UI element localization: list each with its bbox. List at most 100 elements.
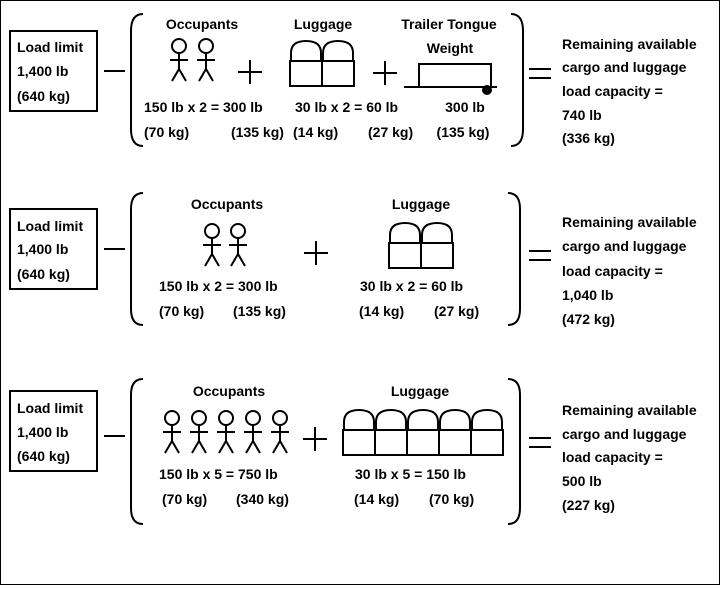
person-icon: [196, 38, 216, 82]
luggage-icon: [470, 409, 504, 456]
luggage-formula: 30 lb x 5 = 150 lb: [355, 466, 466, 482]
luggage-title: Luggage: [392, 196, 451, 212]
plus-sign: [304, 241, 328, 265]
person-icon: [270, 410, 290, 454]
trailer-title-line-2: Weight: [427, 40, 474, 56]
left-bracket: [130, 192, 144, 326]
occupants-metric-each: (70 kg): [162, 491, 207, 507]
occupants-metric-total: (135 kg): [233, 303, 286, 319]
occupants-group: Occupants 150 lb x 2 = 300 lb (70 kg) (1…: [159, 196, 286, 319]
occupants-formula: 150 lb x 5 = 750 lb: [159, 466, 278, 482]
result-value-kg: (227 kg): [562, 497, 615, 513]
luggage-metric-total: (70 kg): [429, 491, 474, 507]
luggage-title: Luggage: [391, 383, 450, 399]
load-limit-kg: (640 kg): [17, 448, 70, 464]
luggage-icon: [321, 40, 355, 87]
occupants-formula: 150 lb x 2 = 300 lb: [159, 278, 278, 294]
person-icon: [228, 223, 248, 267]
left-bracket: [130, 13, 144, 147]
trailer-icon: [404, 63, 497, 95]
luggage-group: Luggage 30 lb x 2 = 60 lb (14 kg) (27 kg…: [289, 16, 413, 140]
plus-sign: [238, 60, 262, 84]
result-line-2: cargo and luggage: [562, 59, 687, 75]
occupants-metric-total: (135 kg): [231, 124, 284, 140]
result-value-lb: 1,040 lb: [562, 287, 613, 303]
equals-sign: [529, 68, 551, 79]
luggage-icon: [420, 222, 454, 269]
plus-sign: [373, 61, 397, 85]
row-1: Load limit 1,400 lb (640 kg) Occupants 1…: [9, 13, 697, 147]
occupants-title: Occupants: [193, 383, 266, 399]
trailer-group: Trailer Tongue Weight 300 lb (135 kg): [401, 16, 497, 140]
luggage-metric-each: (14 kg): [359, 303, 404, 319]
load-limit-lb: 1,400 lb: [17, 424, 68, 440]
luggage-group: Luggage 30 lb x 2 = 60 lb (14 kg) (27 kg…: [359, 196, 479, 319]
row-3: Load limit 1,400 lb (640 kg) Occupants 1…: [9, 378, 697, 525]
person-icon: [243, 410, 263, 454]
luggage-formula: 30 lb x 2 = 60 lb: [360, 278, 463, 294]
plus-sign: [303, 427, 327, 451]
occupants-metric-total: (340 kg): [236, 491, 289, 507]
occupants-title: Occupants: [191, 196, 264, 212]
person-icon: [216, 410, 236, 454]
result-line-1: Remaining available: [562, 214, 697, 230]
luggage-metric-each: (14 kg): [354, 491, 399, 507]
luggage-icon: [342, 409, 376, 456]
equals-sign: [529, 250, 551, 261]
result-text: Remaining available cargo and luggage lo…: [562, 36, 697, 146]
result-line-3: load capacity =: [562, 83, 663, 99]
luggage-group: Luggage 30 lb x 5 = 150 lb (14 kg) (70 k…: [342, 383, 504, 507]
row-2: Load limit 1,400 lb (640 kg) Occupants 1…: [9, 192, 697, 327]
luggage-icon: [289, 40, 323, 87]
result-value-lb: 500 lb: [562, 473, 602, 489]
equals-sign: [529, 437, 551, 448]
trailer-title-line-1: Trailer Tongue: [401, 16, 497, 32]
occupants-metric-each: (70 kg): [159, 303, 204, 319]
occupants-title: Occupants: [166, 16, 239, 32]
result-value-lb: 740 lb: [562, 107, 602, 123]
load-limit-kg: (640 kg): [17, 88, 70, 104]
luggage-icon: [388, 222, 422, 269]
result-line-1: Remaining available: [562, 402, 697, 418]
result-line-2: cargo and luggage: [562, 426, 687, 442]
luggage-metric-each: (14 kg): [293, 124, 338, 140]
luggage-metric-total: (27 kg): [368, 124, 413, 140]
occupants-group: Occupants 150 lb x 5 = 750 lb (70 kg) (3…: [159, 383, 290, 507]
left-bracket: [130, 378, 144, 525]
load-limit-box: Load limit 1,400 lb (640 kg): [9, 208, 98, 290]
result-line-3: load capacity =: [562, 263, 663, 279]
person-icon: [169, 38, 189, 82]
load-limit-kg: (640 kg): [17, 266, 70, 282]
result-line-1: Remaining available: [562, 36, 697, 52]
person-icon: [202, 223, 222, 267]
luggage-formula: 30 lb x 2 = 60 lb: [295, 99, 398, 115]
right-bracket: [510, 13, 524, 147]
load-limit-label: Load limit: [17, 400, 83, 416]
load-limit-box: Load limit 1,400 lb (640 kg): [9, 390, 98, 472]
load-limit-lb: 1,400 lb: [17, 63, 68, 79]
luggage-metric-total: (27 kg): [434, 303, 479, 319]
result-text: Remaining available cargo and luggage lo…: [562, 214, 697, 327]
trailer-metric: (135 kg): [437, 124, 490, 140]
luggage-icon: [438, 409, 472, 456]
result-line-3: load capacity =: [562, 449, 663, 465]
occupants-metric-each: (70 kg): [144, 124, 189, 140]
result-value-kg: (336 kg): [562, 130, 615, 146]
result-text: Remaining available cargo and luggage lo…: [562, 402, 697, 513]
occupants-group: Occupants 150 lb x 2 = 300 lb (70 kg) (1…: [144, 16, 284, 140]
result-line-2: cargo and luggage: [562, 238, 687, 254]
load-limit-lb: 1,400 lb: [17, 241, 68, 257]
right-bracket: [507, 378, 521, 525]
right-bracket: [507, 192, 521, 326]
result-value-kg: (472 kg): [562, 311, 615, 327]
load-limit-label: Load limit: [17, 39, 83, 55]
luggage-icon: [406, 409, 440, 456]
load-limit-label: Load limit: [17, 218, 83, 234]
luggage-icon: [374, 409, 408, 456]
occupants-formula: 150 lb x 2 = 300 lb: [144, 99, 263, 115]
luggage-title: Luggage: [294, 16, 353, 32]
load-limit-box: Load limit 1,400 lb (640 kg): [9, 30, 98, 112]
person-icon: [162, 410, 182, 454]
